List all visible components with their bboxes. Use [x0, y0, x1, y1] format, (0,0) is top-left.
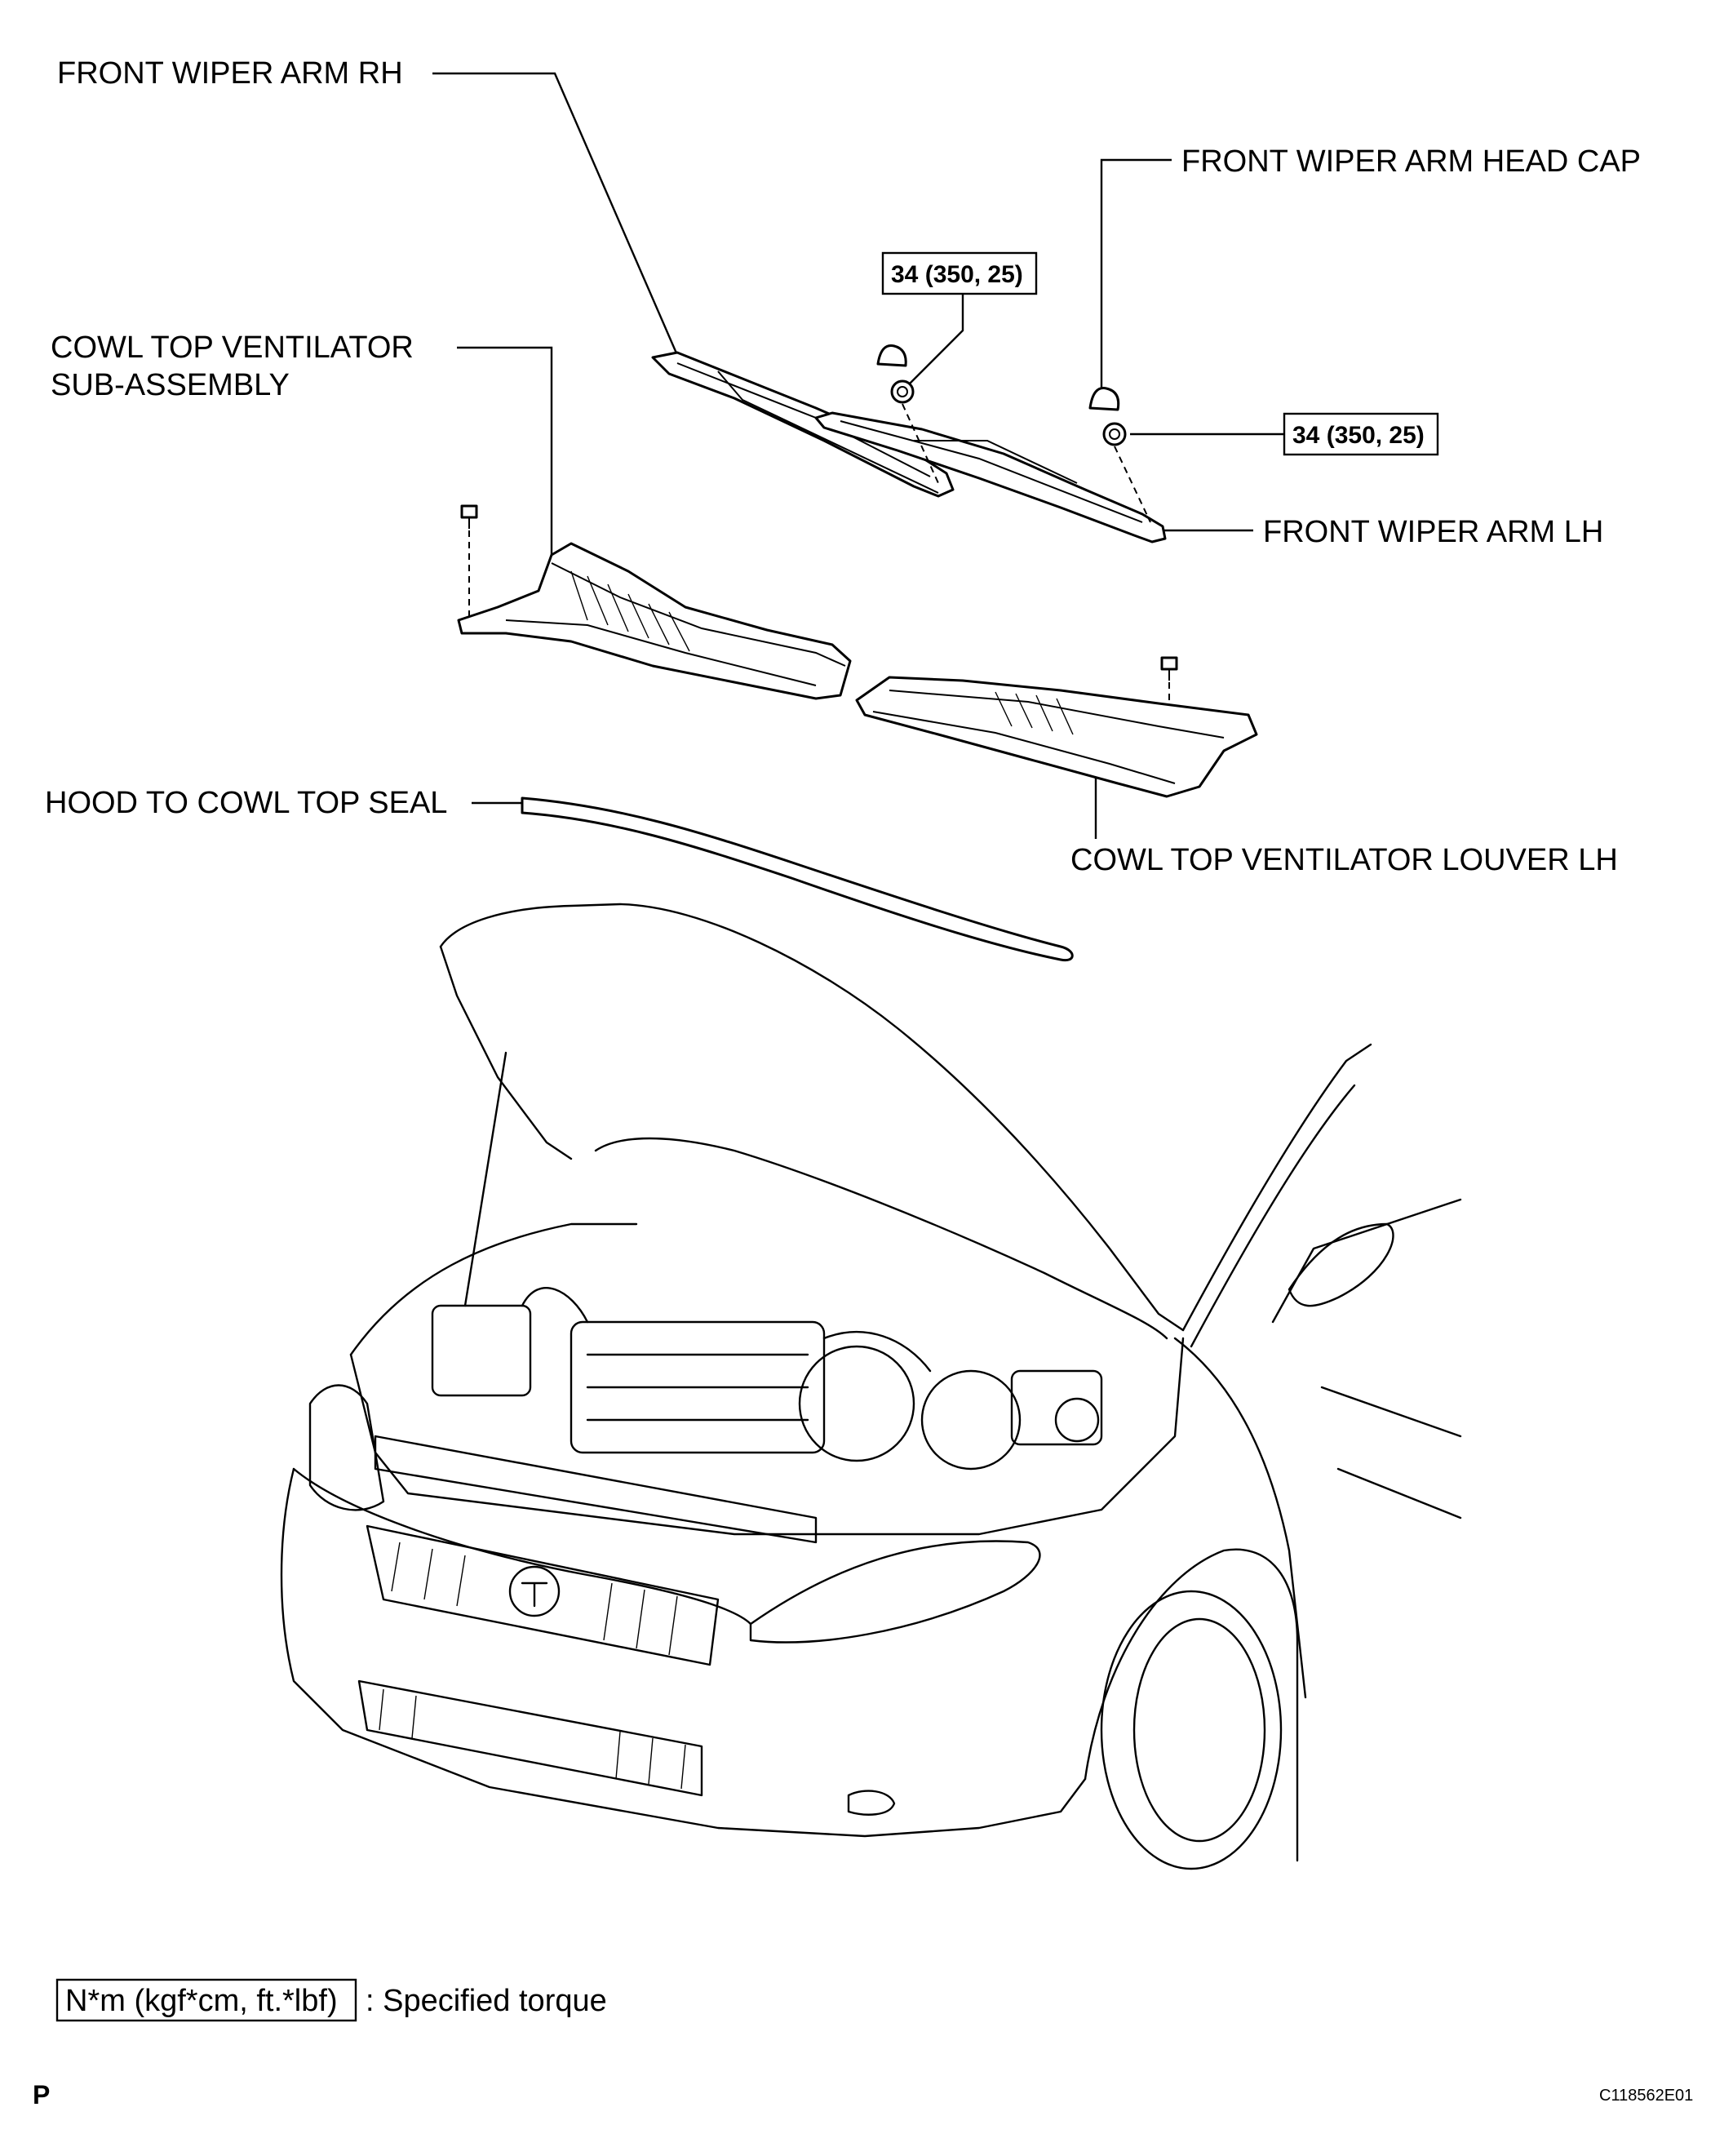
footer-left-mark: P	[33, 2080, 50, 2109]
figure-code: C118562E01	[1599, 2087, 1693, 2105]
torque-value-lh: 34 (350, 25)	[1292, 422, 1425, 449]
wiper-arm-icon	[814, 411, 1167, 543]
emblem-icon	[508, 1565, 561, 1617]
label-cowl-top-ventilator-louver-lh: COWL TOP VENTILATOR LOUVER LH	[1070, 843, 1618, 877]
leader-lines	[432, 72, 1284, 839]
wiper-arm-icon	[651, 351, 955, 498]
seal-icon	[521, 796, 1074, 962]
lower-grille-mesh	[379, 1688, 686, 1790]
nut-icon	[890, 379, 915, 404]
label-front-wiper-arm-rh: FRONT WIPER ARM RH	[57, 56, 403, 91]
label-hood-to-cowl-top-seal: HOOD TO COWL TOP SEAL	[45, 786, 447, 820]
car-front-icon	[280, 903, 1462, 1870]
label-front-wiper-arm-lh: FRONT WIPER ARM LH	[1263, 515, 1603, 549]
label-cowl-top-ventilator-line1: COWL TOP VENTILATOR	[51, 330, 414, 365]
head-cap-icon	[1088, 387, 1120, 411]
legend-description: : Specified torque	[366, 1984, 607, 2018]
head-cap-icon	[876, 344, 907, 367]
clip-icon	[1160, 656, 1178, 681]
torque-legend: N*m (kgf*cm, ft.*lbf) : Specified torque	[55, 1978, 607, 2022]
label-cowl-top-ventilator-line2: SUB-ASSEMBLY	[51, 368, 290, 402]
legend-unit-box: N*m (kgf*cm, ft.*lbf)	[65, 1984, 338, 2018]
torque-box-lh: 34 (350, 25)	[1283, 412, 1439, 456]
clip-icon	[460, 504, 478, 529]
upper-grille-mesh	[391, 1542, 678, 1656]
nut-icon	[1102, 422, 1127, 446]
cowl-panel-icon	[855, 676, 1258, 798]
label-front-wiper-arm-head-cap: FRONT WIPER ARM HEAD CAP	[1181, 144, 1641, 179]
cowl-panel-icon	[457, 542, 852, 700]
torque-value-rh: 34 (350, 25)	[891, 261, 1023, 288]
torque-box-rh: 34 (350, 25)	[881, 251, 1038, 295]
